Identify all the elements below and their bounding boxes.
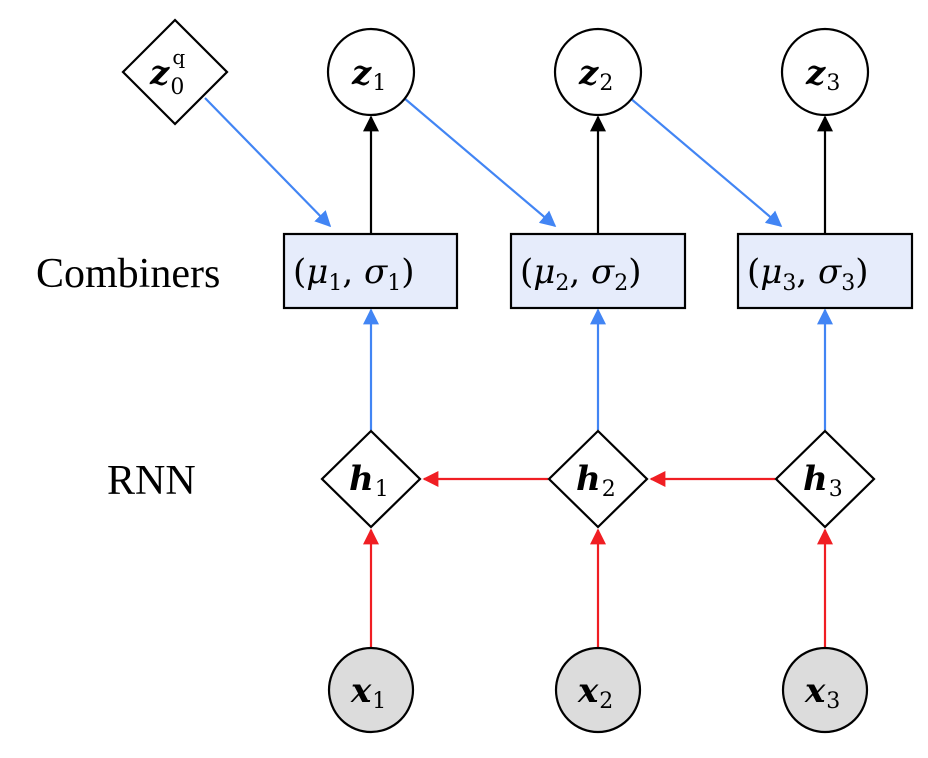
node-h2-sub: 2 [602, 477, 616, 502]
node-z1-sub: 1 [372, 71, 386, 96]
combiner-1: (μ1, σ1) [282, 232, 459, 310]
row-label-combiners: Combiners [36, 251, 220, 297]
node-h3-var: h [803, 459, 828, 499]
node-x3-var: x [804, 671, 826, 711]
combiner-1-close: ) [401, 252, 414, 292]
node-x2-label: x2 [577, 671, 613, 714]
combiner-1-label: (μ1, σ1) [293, 252, 414, 296]
node-z1-label: z1 [351, 53, 386, 96]
node-z0q-label: z0 q [149, 45, 185, 100]
combiner-2-sigma-sub: 2 [614, 271, 628, 296]
combiner-1-mu-sub: 1 [328, 271, 342, 296]
node-z0q-sup: q [172, 45, 185, 69]
combiner-2-sigma: σ [591, 252, 615, 292]
node-x2: x2 [554, 646, 642, 734]
node-x1: x1 [327, 646, 415, 734]
node-h2-var: h [576, 459, 601, 499]
node-x1-var: x [350, 671, 372, 711]
combiner-3-label: (μ3, σ3) [747, 252, 868, 296]
combiner-3-mu-sub: 3 [782, 271, 796, 296]
node-z2-label: z2 [578, 53, 613, 96]
combiner-1-sep: , [342, 252, 364, 292]
node-z1-var: z [351, 53, 372, 93]
edge-z1-to-combiner-2 [403, 97, 557, 228]
node-z0q-var: z [149, 53, 170, 93]
combiner-3-sigma: σ [818, 252, 842, 292]
node-z3: z3 [780, 27, 870, 117]
node-z2-sub: 2 [599, 71, 613, 96]
combiner-3: (μ3, σ3) [736, 232, 914, 310]
node-h3-sub: 3 [829, 477, 843, 502]
node-x3-sub: 3 [826, 689, 840, 714]
combiner-1-mu: μ [306, 252, 328, 292]
node-h1-label: h1 [349, 459, 389, 502]
node-h1-sub: 1 [375, 477, 389, 502]
combiner-1-sigma: σ [364, 252, 388, 292]
combiner-2-close: ) [628, 252, 641, 292]
combiner-1-open: ( [293, 252, 306, 292]
node-z0q: z0 q [121, 18, 229, 126]
node-x3-label: x3 [804, 671, 840, 714]
combiner-2-mu: μ [533, 252, 555, 292]
combiner-3-mu: μ [760, 252, 782, 292]
node-h3-label: h3 [803, 459, 843, 502]
node-z3-sub: 3 [826, 71, 840, 96]
combiner-2-mu-sub: 2 [555, 271, 569, 296]
node-x1-label: x1 [350, 671, 386, 714]
row-label-rnn: RNN [107, 458, 196, 504]
combiner-3-open: ( [747, 252, 760, 292]
node-z2: z2 [553, 27, 643, 117]
node-h1: h1 [320, 429, 422, 529]
node-x2-sub: 2 [599, 689, 613, 714]
node-h2-label: h2 [576, 459, 616, 502]
node-x1-sub: 1 [372, 689, 386, 714]
node-h3: h3 [774, 429, 876, 529]
node-x2-var: x [577, 671, 599, 711]
combiner-1-sigma-sub: 1 [387, 271, 401, 296]
combiner-2-sep: , [569, 252, 591, 292]
node-x3: x3 [781, 646, 869, 734]
combiner-3-sigma-sub: 3 [841, 271, 855, 296]
node-z0q-sub: 0 [170, 75, 184, 100]
combiner-3-sep: , [796, 252, 818, 292]
combiner-2: (μ2, σ2) [509, 232, 687, 310]
node-z1: z1 [326, 27, 416, 117]
edge-z0q-to-combiner-1 [204, 97, 332, 228]
combiner-2-open: ( [520, 252, 533, 292]
combiner-2-label: (μ2, σ2) [520, 252, 641, 296]
edge-z2-to-combiner-3 [629, 97, 783, 228]
node-z3-var: z [805, 53, 826, 93]
combiner-3-close: ) [855, 252, 868, 292]
node-h2: h2 [547, 429, 649, 529]
edges [204, 97, 833, 648]
node-z2-var: z [578, 53, 599, 93]
node-h1-var: h [349, 459, 374, 499]
node-z3-label: z3 [805, 53, 840, 96]
